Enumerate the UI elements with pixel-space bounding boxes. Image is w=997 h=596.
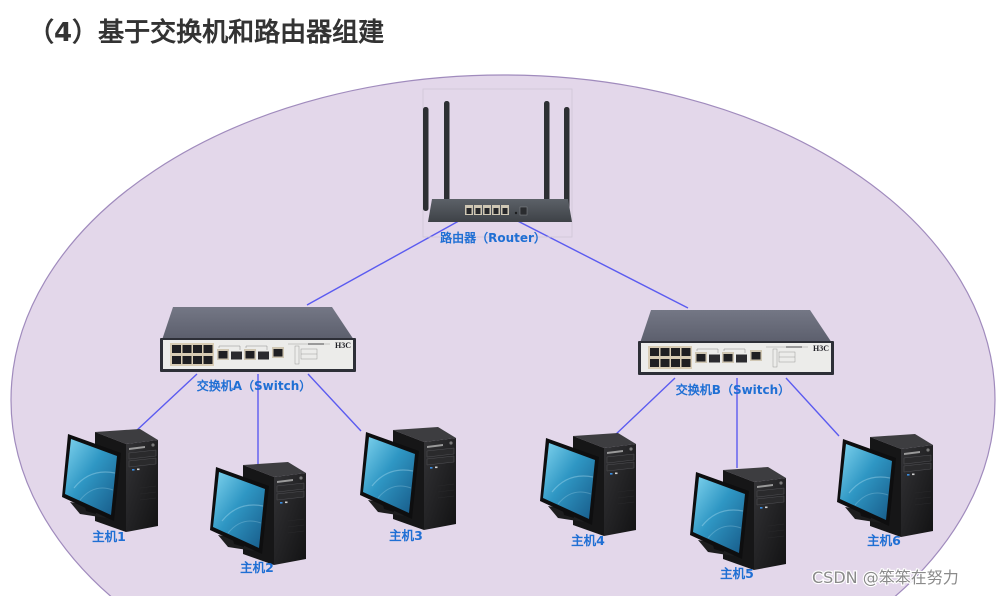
links (135, 211, 840, 468)
antenna (564, 107, 570, 211)
host-4: 主机4 (539, 432, 637, 548)
link-switch-b-host-6 (785, 377, 840, 437)
router-lan-ports (465, 205, 509, 215)
link-router-switch-b (501, 212, 689, 309)
network-area (10, 74, 996, 596)
switch-a-device (159, 306, 357, 373)
host-5: 主机5 (689, 466, 787, 581)
router: 路由器（Router） (422, 88, 573, 245)
host-3-label: 主机3 (389, 528, 423, 543)
dc-power-jack (519, 206, 528, 216)
link-switch-a-host-3 (307, 373, 362, 432)
host-1-label: 主机1 (92, 529, 126, 544)
antenna (423, 107, 429, 211)
host-1: 主机1 (61, 428, 159, 544)
link-switch-b-host-4 (613, 377, 676, 437)
host-5-label: 主机5 (720, 566, 754, 581)
host-6: 主机6 (836, 433, 934, 548)
antenna (544, 101, 550, 217)
link-switch-a-host-1 (135, 373, 198, 432)
switch-b: 交换机B（Switch） (637, 309, 835, 397)
host-2-label: 主机2 (240, 560, 274, 575)
watermark: CSDN @笨笨在努力 (812, 568, 959, 587)
switch-a-label: 交换机A（Switch） (197, 378, 312, 393)
reset-button-icon (514, 211, 518, 215)
switch-b-label: 交换机B（Switch） (676, 382, 790, 397)
host-2: 主机2 (209, 461, 307, 575)
link-router-switch-a (306, 211, 476, 306)
switch-a: 交换机A（Switch） (159, 306, 357, 393)
switch-b-device (637, 309, 835, 376)
section-title: （4）基于交换机和路由器组建 (28, 18, 385, 48)
host-4-label: 主机4 (571, 533, 605, 548)
router-label: 路由器（Router） (440, 230, 546, 245)
host-6-label: 主机6 (867, 533, 901, 548)
host-3: 主机3 (359, 426, 457, 543)
antenna (444, 101, 450, 217)
